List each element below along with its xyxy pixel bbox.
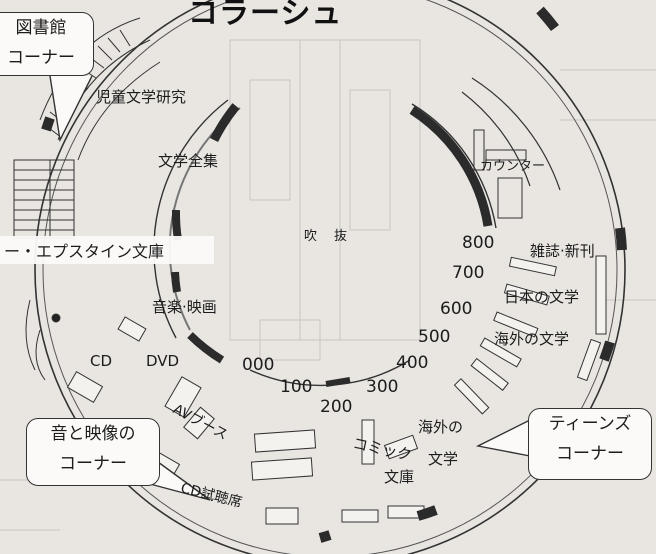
label-bungaku: 文学: [428, 450, 458, 468]
label-magazines: 雑誌·新刊: [530, 242, 595, 260]
callout-pointer-bottom-left: [149, 461, 211, 501]
callout-pointer-top-left: [49, 75, 93, 143]
inner-shelf-arc-right: [409, 77, 561, 229]
number-800: 800: [462, 233, 494, 253]
label-cd-listening: CD試聴席: [179, 480, 244, 511]
outer-wall-inner: [42, 0, 618, 554]
label-japanese-lit: 日本の文学: [504, 288, 579, 306]
radial-shelves-bottom: [250, 419, 425, 525]
callout-sound-video-corner-line1: 音と映像の: [50, 424, 136, 444]
callout-teens-corner-line1: ティーンズ: [548, 414, 632, 434]
callout-sound-video-corner: 音と映像の コーナー: [26, 418, 160, 486]
label-bunko: 文庫: [384, 468, 414, 486]
label-dvd: DVD: [146, 352, 179, 370]
label-music-film: 音楽·映画: [152, 298, 217, 316]
classification-numbers: 000 100 200 300 400 500 600 700 800: [242, 233, 494, 417]
av-area-furniture: [25, 299, 215, 478]
callout-sound-video-corner-line2: コーナー: [59, 454, 127, 474]
number-600: 600: [440, 299, 472, 319]
label-foreign-lit-2: 海外の: [418, 418, 463, 436]
label-counter: カウンター: [480, 159, 545, 174]
label-fukinuke-1: 吹: [304, 229, 317, 244]
callout-library-corner: 図書館 コーナー: [0, 12, 94, 76]
label-foreign-lit: 海外の文学: [494, 330, 569, 348]
outer-wall-dark-segments: [41, 6, 627, 543]
number-400: 400: [396, 353, 428, 373]
label-lit-collection: 文学全集: [158, 152, 218, 170]
page-title: コラーシュ: [188, 0, 343, 31]
callout-pointer-bottom-right: [475, 419, 531, 457]
callout-teens-corner: ティーンズ コーナー: [528, 408, 652, 480]
inner-shelf-arc-left: [153, 99, 241, 364]
callout-library-corner-line2: コーナー: [7, 48, 75, 68]
number-300: 300: [366, 377, 398, 397]
center-bottom-arc: [249, 359, 411, 387]
outer-wall: [34, 0, 626, 554]
background-floorplan: [0, 39, 656, 531]
radial-shelves-right: [453, 255, 607, 415]
callout-library-corner-line1: 図書館: [15, 18, 67, 38]
label-cd: CD: [90, 352, 112, 370]
number-700: 700: [452, 263, 484, 283]
label-epstein-library: ー・エプスタイン文庫: [0, 236, 214, 264]
label-fukinuke-2: 抜: [334, 228, 347, 244]
label-childrens-lit: 児童文学研究: [96, 88, 186, 106]
number-500: 500: [418, 327, 450, 347]
callout-teens-corner-line2: コーナー: [556, 444, 624, 464]
number-000: 000: [242, 355, 274, 375]
number-100: 100: [280, 377, 312, 397]
number-200: 200: [320, 397, 352, 417]
